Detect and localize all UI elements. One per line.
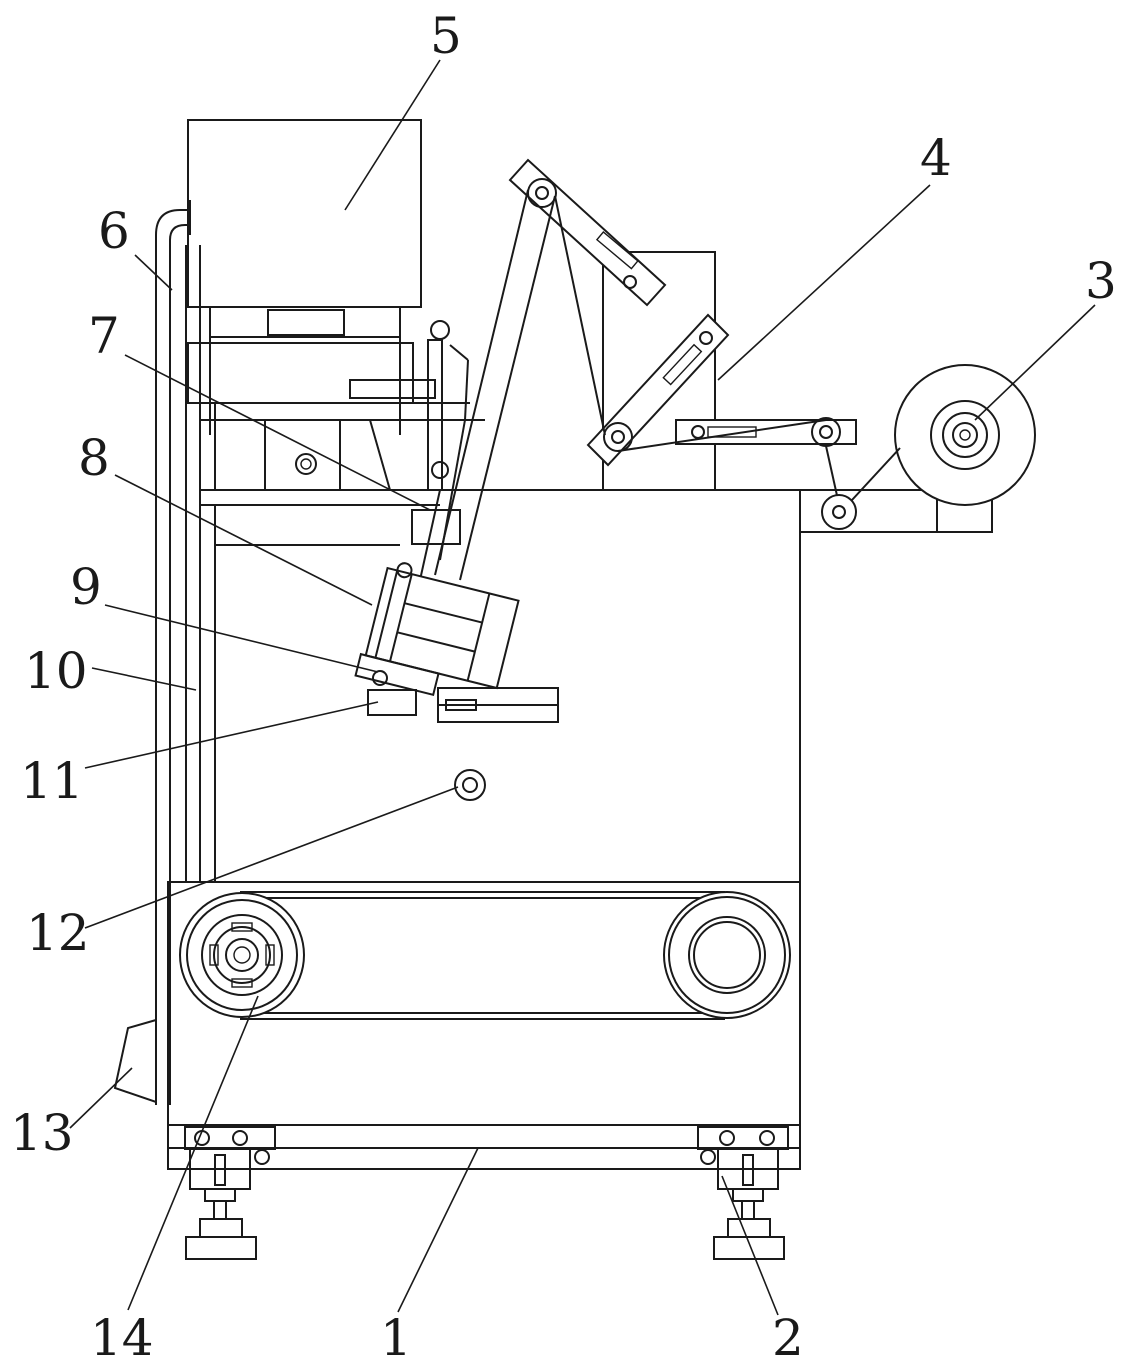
motor-base: [367, 670, 559, 723]
label-4: 4: [920, 129, 952, 187]
belt-drive: [179, 891, 791, 1020]
label-1: 1: [380, 1309, 412, 1367]
label-10: 10: [24, 642, 88, 700]
label-7: 7: [88, 307, 120, 365]
label-13: 13: [10, 1104, 74, 1162]
sealing-arm: [369, 320, 485, 581]
side-button: [113, 1018, 157, 1104]
right-foot: [697, 1126, 789, 1260]
label-6: 6: [98, 202, 130, 260]
motor-assembly: [354, 562, 520, 697]
label-5: 5: [430, 7, 462, 65]
film-guide: [434, 158, 857, 581]
label-14: 14: [90, 1309, 154, 1367]
hopper-box: [187, 119, 470, 490]
left-foot: [184, 1126, 276, 1260]
label-11: 11: [20, 752, 84, 810]
side-pipe: [155, 200, 191, 1105]
indicator-light: [454, 769, 486, 801]
cabinet-body: [199, 489, 801, 883]
film-roll: [799, 364, 1036, 533]
label-12: 12: [26, 904, 90, 962]
side-plate: [185, 245, 201, 882]
leader-lines: [69, 59, 1096, 1316]
label-8: 8: [78, 429, 110, 487]
label-3: 3: [1085, 252, 1117, 310]
label-9: 9: [70, 558, 102, 616]
label-2: 2: [772, 1309, 804, 1367]
